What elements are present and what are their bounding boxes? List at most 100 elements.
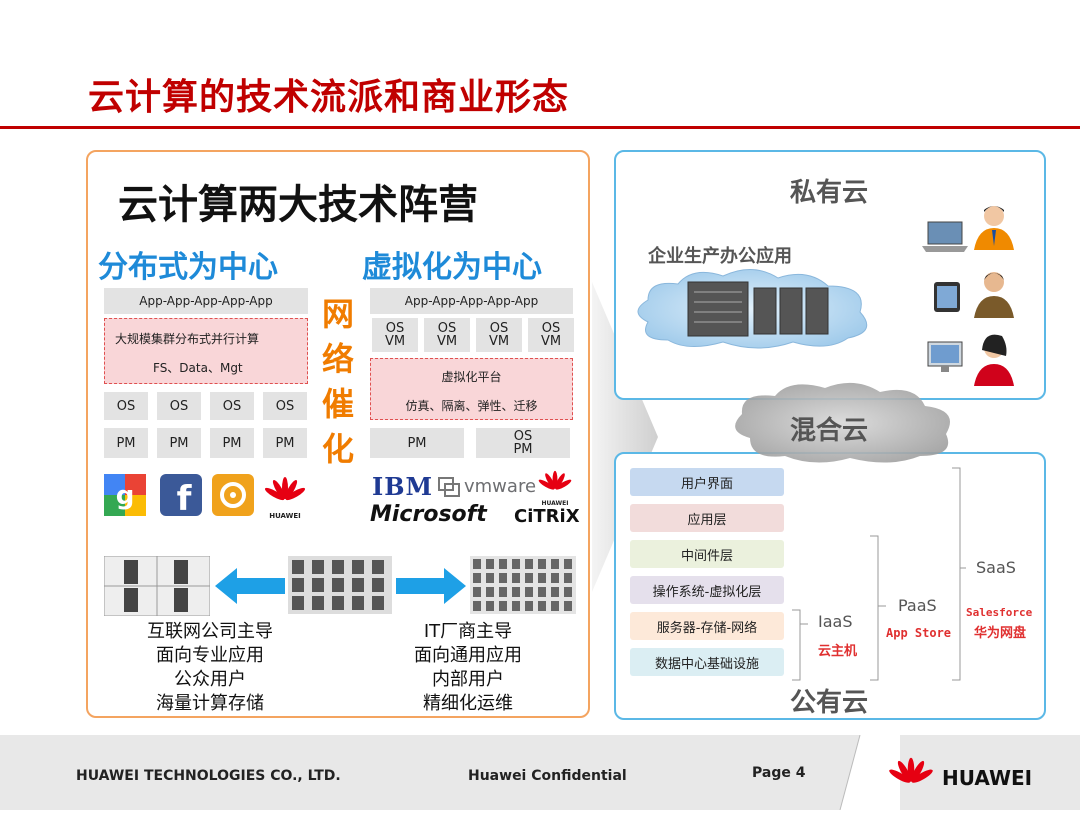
- left-arrow-icon: [215, 566, 285, 606]
- virt-apps-bar: App-App-App-App-App: [370, 288, 573, 314]
- footer-confidential: Huawei Confidential: [468, 768, 627, 784]
- private-cloud-panel: [614, 150, 1046, 400]
- os-label: OS: [437, 321, 457, 336]
- layer-os-virtualization: 操作系统-虚拟化层: [630, 576, 784, 604]
- iaas-label: IaaS: [818, 612, 853, 631]
- enterprise-app-label: 企业生产办公应用: [648, 246, 792, 267]
- huawei-small-logo-text: HUAWEI: [541, 500, 569, 507]
- paas-label: PaaS: [898, 596, 937, 615]
- virt-platform-box: 虚拟化平台 仿真、隔离、弹性、迁移: [370, 358, 573, 420]
- layer-application: 应用层: [630, 504, 784, 532]
- hybrid-cloud-shape: [720, 376, 960, 466]
- iaas-example: 云主机: [818, 644, 858, 659]
- os-label: OS: [541, 321, 561, 336]
- caption-line: 海量计算存储: [156, 693, 264, 714]
- virt-platform-line2: 仿真、隔离、弹性、迁移: [405, 399, 538, 413]
- layer-datacenter-infrastructure: 数据中心基础设施: [630, 648, 784, 676]
- slide-title: 云计算的技术流派和商业形态: [88, 77, 570, 118]
- dist-cluster-line2: FS、Data、Mgt: [153, 361, 243, 375]
- medium-server-cluster-icon: [288, 556, 392, 614]
- ibm-logo: IBM: [372, 472, 434, 501]
- dist-cluster-box: 大规模集群分布式并行计算 FS、Data、Mgt: [104, 318, 308, 384]
- alibaba-logo: [212, 474, 254, 516]
- vertical-char: 催: [321, 385, 354, 423]
- private-cloud-label: 私有云: [790, 178, 869, 208]
- distributed-camp-label: 分布式为中心: [98, 250, 278, 285]
- caption-line: 公众用户: [174, 669, 246, 690]
- dist-apps-bar: App-App-App-App-App: [104, 288, 308, 314]
- footer-page-number: Page 4: [752, 765, 806, 781]
- citrix-logo: CiTRiX: [514, 506, 580, 527]
- footer-company: HUAWEI TECHNOLOGIES CO., LTD.: [76, 768, 341, 784]
- virt-platform-line1: 虚拟化平台: [441, 370, 502, 384]
- dist-pm-box: PM: [210, 428, 254, 458]
- caption-line: 内部用户: [432, 669, 504, 690]
- dist-os-box: OS: [263, 392, 307, 420]
- dist-os-box: OS: [157, 392, 201, 420]
- os-label: OS: [489, 321, 509, 336]
- public-cloud-label: 公有云: [790, 688, 869, 718]
- paas-example: App Store: [886, 626, 952, 640]
- vm-label: VM: [488, 334, 510, 349]
- dist-pm-box: PM: [263, 428, 307, 458]
- os-label: OS: [513, 429, 533, 444]
- layer-user-interface: 用户界面: [630, 468, 784, 496]
- saas-example-huawei-disk: 华为网盘: [974, 626, 1027, 641]
- connector-arrow: [592, 282, 658, 592]
- large-server-cluster-icon: [103, 555, 211, 617]
- title-underline: [0, 126, 1080, 129]
- vertical-char: 网: [321, 295, 354, 333]
- huawei-small-logo: HUAWEI: [536, 470, 574, 507]
- google-logo: g: [104, 474, 146, 516]
- dense-server-cluster-icon: [470, 556, 576, 614]
- saas-label: SaaS: [976, 558, 1016, 577]
- layer-middleware: 中间件层: [630, 540, 784, 568]
- dist-os-box: OS: [104, 392, 148, 420]
- user-devices-group: [922, 200, 1022, 390]
- service-brackets: [786, 464, 966, 684]
- facebook-logo: f: [160, 474, 202, 519]
- vmware-icon: [437, 476, 463, 498]
- enterprise-cloud-icon: [628, 262, 878, 352]
- virt-pm-box: PM: [370, 428, 464, 458]
- vm-label: VM: [384, 334, 406, 349]
- os-label: OS: [385, 321, 405, 336]
- caption-line: IT厂商主导: [423, 621, 513, 642]
- footer-bar: [0, 735, 1080, 810]
- huawei-footer-brand: HUAWEI: [942, 766, 1033, 790]
- saas-example-salesforce: Salesforce: [966, 606, 1033, 619]
- svg-text:f: f: [177, 479, 193, 516]
- dist-cluster-line1: 大规模集群分布式并行计算: [115, 332, 260, 346]
- footer-divider: [820, 734, 900, 811]
- network-catalyst-label: 网 络 催 化: [318, 292, 358, 472]
- pm-label: PM: [513, 442, 533, 457]
- huawei-logo: HUAWEI: [262, 476, 308, 520]
- caption-line: 面向通用应用: [414, 645, 522, 666]
- dist-pm-box: PM: [157, 428, 201, 458]
- hybrid-cloud-label: 混合云: [790, 416, 869, 446]
- vertical-char: 化: [321, 430, 354, 468]
- right-arrow-icon: [396, 566, 466, 606]
- svg-text:g: g: [116, 481, 135, 511]
- caption-line: 互联网公司主导: [147, 621, 273, 642]
- internet-camp-caption: 互联网公司主导 面向专业应用 公众用户 海量计算存储: [120, 620, 300, 716]
- dist-os-box: OS: [210, 392, 254, 420]
- tech-camps-heading: 云计算两大技术阵营: [118, 182, 478, 228]
- virtualization-camp-label: 虚拟化为中心: [362, 250, 542, 285]
- huawei-logo-text: HUAWEI: [269, 512, 301, 520]
- vmware-logo: vmware: [464, 476, 537, 497]
- vm-label: VM: [540, 334, 562, 349]
- microsoft-logo: Microsoft: [370, 502, 487, 527]
- layer-server-storage-network: 服务器-存储-网络: [630, 612, 784, 640]
- vertical-char: 络: [321, 340, 354, 378]
- huawei-footer-logo-icon: [886, 756, 936, 794]
- caption-line: 面向专业应用: [156, 645, 264, 666]
- dist-pm-box: PM: [104, 428, 148, 458]
- it-vendor-caption: IT厂商主导 面向通用应用 内部用户 精细化运维: [380, 620, 556, 716]
- caption-line: 精细化运维: [423, 693, 513, 714]
